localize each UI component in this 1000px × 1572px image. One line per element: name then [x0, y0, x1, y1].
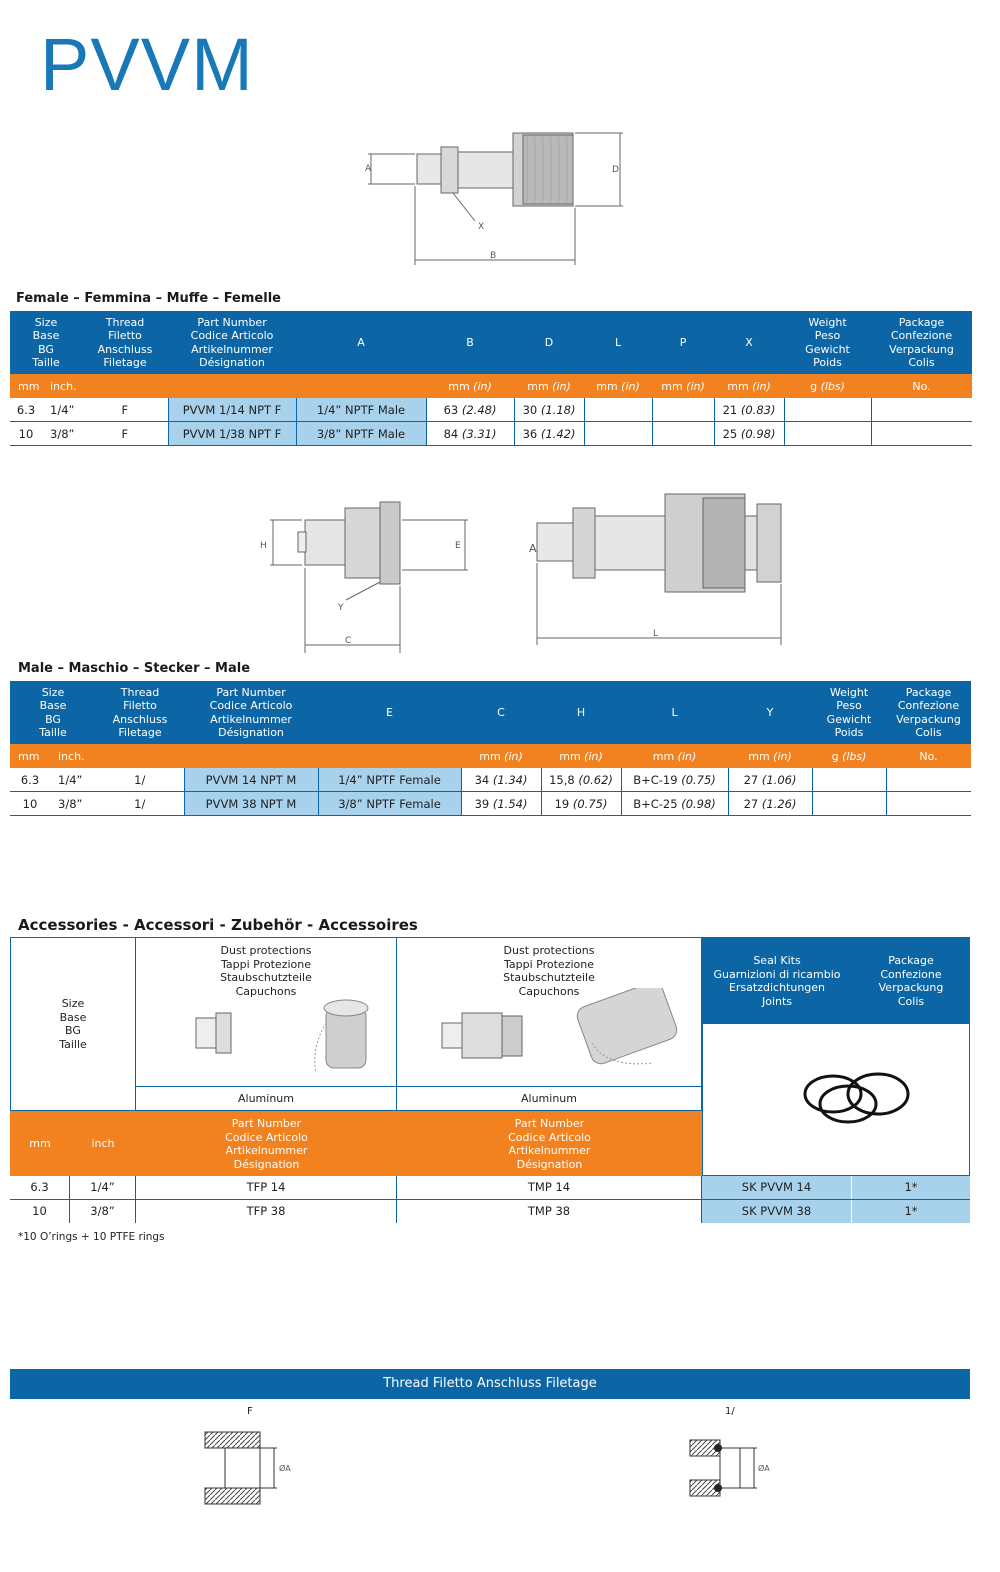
header-b: B [426, 311, 515, 374]
unit-mm: mm [29, 1137, 51, 1150]
dim-c-label: C [345, 636, 351, 646]
dim-label: ØA [758, 1463, 770, 1473]
header-e: E [318, 681, 462, 744]
part-number-cell: PVVM 1/38 NPT F [168, 421, 297, 446]
thread-m-diagram: ØA [689, 1439, 770, 1497]
dust-plug-icon [441, 988, 678, 1065]
table-row: 6.3 1/4” TFP 14 TMP 14 SK PVVM 14 1* [10, 1176, 970, 1200]
material-label: Aluminum [397, 1087, 702, 1111]
header-h: H [541, 681, 622, 744]
header-x: X [714, 311, 785, 374]
dust-cap-icon [195, 999, 369, 1074]
table-row: 6.3 1/4” 1/ PVVM 14 NPT M 1/4” NPTF Fema… [10, 768, 972, 792]
dim-x-label: X [478, 222, 484, 232]
dim-h-label: H [260, 541, 267, 551]
table-row: 10 3/8” TFP 38 TMP 38 SK PVVM 38 1* [10, 1200, 970, 1224]
part-number-cell: PVVM 38 NPT M [184, 791, 319, 816]
male-section-heading: Male – Maschio – Stecker – Male [18, 661, 251, 676]
o-rings-icon [803, 1072, 910, 1124]
unit-inch: inch [91, 1137, 115, 1150]
seal-kit-part: SK PVVM 14 [702, 1176, 852, 1199]
dim-l-label: L [653, 629, 658, 639]
thread-f-label: F [247, 1406, 253, 1417]
table-row: 10 3/8” F PVVM 1/38 NPT F 3/8” NPTF Male… [10, 421, 973, 446]
accessories-heading: Accessories - Accessori - Zubehör - Acce… [18, 916, 418, 934]
unit-l: mm (in) [621, 744, 729, 768]
part-number-cell: PVVM 1/14 NPT F [168, 398, 297, 422]
seal-kit-part: SK PVVM 38 [702, 1200, 852, 1223]
unit-mm: mm [10, 374, 42, 398]
unit-l: mm (in) [584, 374, 653, 398]
unit-x: mm (in) [714, 374, 785, 398]
female-section-heading: Female – Femmina – Muffe – Femelle [16, 291, 281, 306]
table-row: 6.3 1/4” F PVVM 1/14 NPT F 1/4” NPTF Mal… [10, 398, 973, 422]
unit-package: No. [886, 744, 972, 768]
part-number-cell: PVVM 14 NPT M [184, 768, 319, 792]
unit-mm: mm [10, 744, 50, 768]
material-label: Aluminum [136, 1087, 397, 1111]
unit-y: mm (in) [728, 744, 813, 768]
thread-bar: Thread Filetto Anschluss Filetage [10, 1369, 970, 1399]
header-a: A [296, 311, 427, 374]
female-coupling-drawing: A D X B [365, 132, 623, 265]
unit-inch: inch. [50, 744, 97, 768]
header-d: D [514, 311, 585, 374]
dim-label: ØA [279, 1463, 291, 1473]
header-c: C [461, 681, 542, 744]
male-coupling-drawing: H E Y C [260, 501, 468, 653]
header-p: P [652, 311, 715, 374]
table-row: 10 3/8” 1/ PVVM 38 NPT M 3/8” NPTF Femal… [10, 791, 972, 816]
header-y: Y [728, 681, 813, 744]
dim-d-label: D [612, 165, 619, 175]
dim-b-label: B [490, 251, 496, 261]
coupled-drawing: A L [529, 493, 782, 645]
thread-f-diagram: ØA [204, 1431, 291, 1505]
footnote: *10 O’rings + 10 PTFE rings [18, 1231, 165, 1243]
unit-weight: g (lbs) [812, 744, 887, 768]
dim-a-label: A [365, 164, 372, 174]
header-l: L [584, 311, 653, 374]
page-title: PVVM [40, 23, 254, 106]
dim-a-label: A [529, 542, 537, 555]
seal-kit-image [702, 1024, 970, 1176]
unit-c: mm (in) [461, 744, 542, 768]
unit-p: mm (in) [652, 374, 715, 398]
dim-y-label: Y [337, 603, 344, 613]
unit-weight: g (lbs) [784, 374, 872, 398]
unit-inch: inch. [42, 374, 83, 398]
thread-m-label: 1/ [725, 1406, 735, 1417]
dim-e-label: E [455, 541, 461, 551]
header-l: L [621, 681, 729, 744]
unit-package: No. [871, 374, 973, 398]
unit-h: mm (in) [541, 744, 622, 768]
unit-b: mm (in) [426, 374, 515, 398]
unit-d: mm (in) [514, 374, 585, 398]
